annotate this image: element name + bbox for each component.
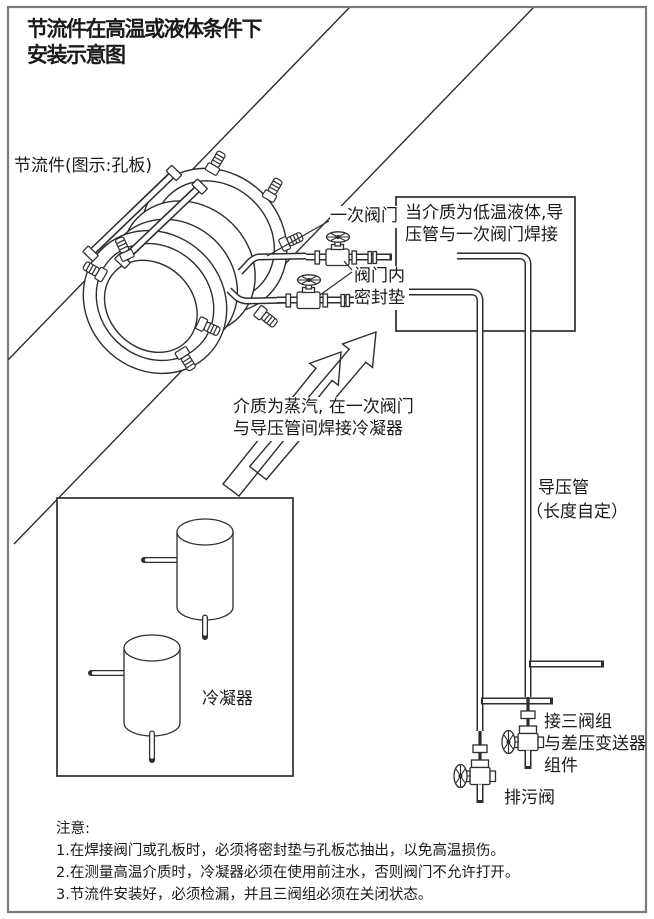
drain-valve-b xyxy=(453,731,497,803)
tie-rods xyxy=(82,164,208,269)
condenser-box xyxy=(56,497,294,777)
condenser-cylinder-1 xyxy=(141,518,234,640)
title-line-2: 安装示意图 xyxy=(27,43,126,67)
throttle-device-label: 节流件(图示:孔板) xyxy=(14,156,152,176)
outer-border xyxy=(6,5,648,914)
steam-note-line-1: 介质为蒸汽, 在一次阀门 xyxy=(233,397,414,417)
drain-valve-label: 排污阀 xyxy=(504,788,555,808)
impulse-pipe-label-line-1: 导压管 xyxy=(538,478,589,498)
low-temp-note: 当介质为低温液体,导压管与一次阀门焊接 xyxy=(405,203,563,247)
note-item-1: 1.在焊接阀门或孔板时，必须将密封垫与孔板芯抽出，以免高温损伤。 xyxy=(56,843,505,859)
title-line-1: 节流件在高温或液体条件下 xyxy=(27,17,263,41)
drain-valve-a xyxy=(501,697,545,769)
impulse-takeoffs xyxy=(226,252,307,305)
note-item-3: 3.节流件安装好，必须检漏，并且三阀组必须在关闭状态。 xyxy=(56,887,433,903)
manifold-note: 接三阀组与差压变送器组件 xyxy=(544,712,646,777)
steam-note-arrows xyxy=(222,330,377,497)
primary-valve-label: 一次阀门 xyxy=(330,206,398,228)
notes-block: 注意: 1.在焊接阀门或孔板时，必须将密封垫与孔板芯抽出，以免高温损伤。 2.在测量… xyxy=(56,818,519,906)
manifold-note-line-1: 接三阀组 xyxy=(544,712,612,732)
note-item-2: 2.在测量高温介质时，冷凝器必须在使用前注水，否则阀门不允许打开。 xyxy=(56,865,520,881)
valve-gasket-line-1: 阀门内 xyxy=(354,266,405,286)
orifice-assembly xyxy=(82,150,304,375)
impulse-pipe-label-line-2: （长度自定） xyxy=(526,502,628,522)
notes-heading: 注意: xyxy=(56,821,90,837)
low-temp-note-line-2: 压管与一次阀门焊接 xyxy=(405,224,558,245)
manifold-note-line-2: 与差压变送器 xyxy=(544,733,646,754)
steam-note-line-2: 与导压管间焊接冷凝器 xyxy=(233,418,403,439)
primary-valve-1 xyxy=(306,231,392,267)
low-temp-note-line-1: 当介质为低温液体,导 xyxy=(405,203,564,223)
condenser-label: 冷凝器 xyxy=(202,689,253,709)
condenser-cylinder-2 xyxy=(88,634,181,763)
leader-lines xyxy=(266,220,353,296)
flange-bolts xyxy=(82,150,304,372)
valve-gasket-line-2: 密封垫 xyxy=(354,287,405,308)
low-temp-note-box xyxy=(395,196,576,332)
manifold-note-line-3: 组件 xyxy=(544,755,578,776)
valve-gasket-label: 阀门内密封垫 xyxy=(354,266,405,310)
pipe-bore xyxy=(103,259,198,354)
flange-front-inner xyxy=(95,242,215,362)
arrow-large xyxy=(248,330,377,481)
impulse-lines xyxy=(409,252,604,731)
page-title: 节流件在高温或液体条件下安装示意图 xyxy=(27,16,263,68)
arrow-small xyxy=(222,350,342,497)
steam-note: 介质为蒸汽, 在一次阀门与导压管间焊接冷凝器 xyxy=(233,397,414,441)
